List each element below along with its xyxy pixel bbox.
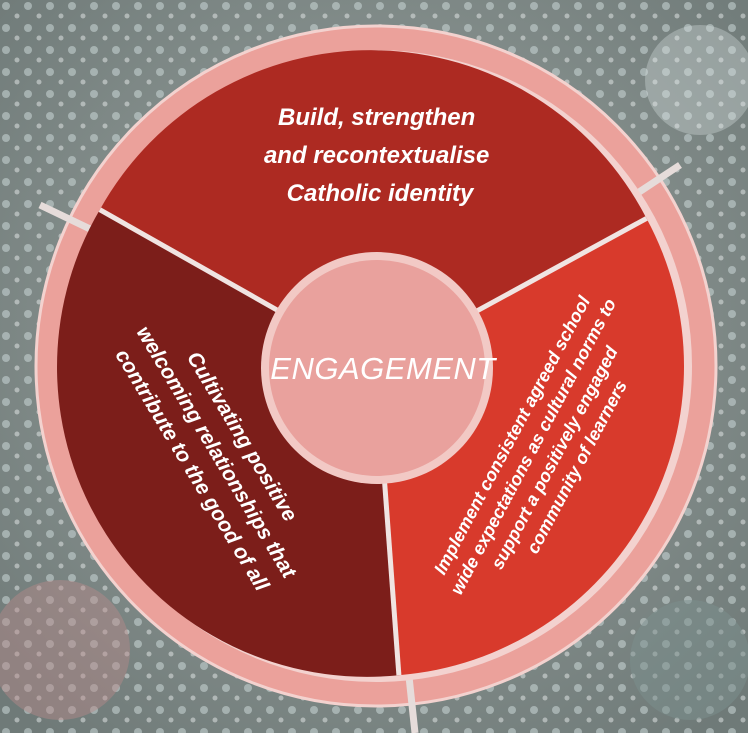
segment-top-wedge bbox=[99, 50, 647, 366]
hub bbox=[269, 260, 485, 476]
segment-top-line-1: Build, strengthen bbox=[278, 104, 475, 131]
segment-left-wedge bbox=[57, 209, 399, 677]
segment-top-text: Build, strengthen and recontextualise Ca… bbox=[264, 104, 496, 207]
center-label: ENGAGEMENT bbox=[270, 351, 497, 386]
segment-top-line-2: and recontextualise bbox=[264, 142, 489, 169]
segment-top-line-3: Catholic identity bbox=[287, 180, 475, 207]
